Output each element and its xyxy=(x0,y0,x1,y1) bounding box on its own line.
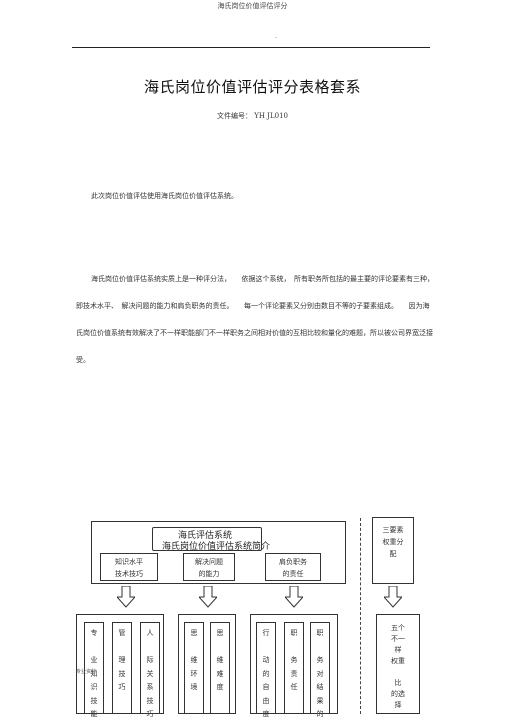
document-number: 文件编号： YH JL010 xyxy=(217,112,288,120)
subfactor-box: 管 理 技 巧 xyxy=(112,622,132,714)
system-label: 海氏评估系统 xyxy=(178,531,233,541)
system-description-paragraph: 海氏岗位价值评估系统实质上是一种评分法， 依据这个系统， 所有职务所包括的最主要… xyxy=(76,275,445,364)
header-rule xyxy=(72,47,430,48)
down-arrow-icon xyxy=(117,586,135,608)
dashed-divider xyxy=(360,518,361,714)
down-arrow-icon xyxy=(199,586,217,608)
subfactor-box: 人 际 关 系 技 巧 xyxy=(140,622,160,718)
intro-paragraph: 此次岗位价值评估使用海氏岗位价值评估系统。 xyxy=(91,192,238,200)
system-intro-label: 海氏岗位价值评估系统简介 xyxy=(162,542,271,552)
subfactor-box: 思 维 环 境 xyxy=(184,622,204,714)
side-note: 专业资料 xyxy=(76,669,97,675)
document-title: 海氏岗位价值评估评分表格套系 xyxy=(143,78,361,96)
subfactor-box: 职 务 对 结 果 的 xyxy=(310,622,330,718)
factor-box-problem-solving: 解决问题 的能力 xyxy=(183,553,235,581)
header-dot: . xyxy=(275,33,277,40)
running-header: 海氏岗位价值评估评分 xyxy=(217,2,288,10)
factor-box-accountability: 肩负职务 的责任 xyxy=(265,553,321,581)
down-arrow-icon xyxy=(384,586,402,608)
weight-distribution-box: 三要素 权重分 配 xyxy=(372,517,414,584)
system-label-box xyxy=(152,527,262,551)
weight-options-box: 五个 不一 样 权重 比 的选 择 xyxy=(376,614,420,714)
subfactor-box: 职 务 责 任 xyxy=(284,622,304,714)
subfactor-box: 思 维 难 度 xyxy=(210,622,230,714)
down-arrow-icon xyxy=(285,586,303,608)
factor-box-skill: 知识水平 技术技巧 xyxy=(100,553,158,581)
subfactor-box: 行 动 的 自 由 度 xyxy=(256,622,276,718)
